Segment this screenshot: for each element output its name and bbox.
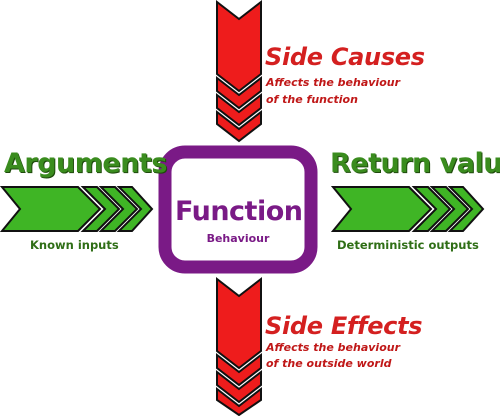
chevron-arrow-icon — [116, 186, 154, 232]
chevron-arrow-icon — [216, 276, 262, 370]
chevron-arrow-icon — [216, 0, 262, 93]
chevron-arrow-icon — [447, 186, 485, 232]
chevron-arrow-icon — [216, 352, 262, 387]
chevron-arrow-icon — [216, 369, 262, 404]
side-effects-chevrons — [216, 276, 262, 416]
arguments-title: Arguments — [4, 148, 167, 179]
side-effects-title: Side Effects — [265, 312, 423, 340]
function-title: Function — [175, 196, 303, 227]
chevron-arrow-icon — [80, 186, 121, 232]
side-causes-title: Side Causes — [265, 43, 425, 71]
return-value-subtitle: Deterministic outputs — [337, 238, 479, 252]
function-subtitle: Behaviour — [206, 232, 270, 245]
side-effects-subtitle-line1: Affects the behaviour — [266, 341, 401, 354]
arguments-subtitle: Known inputs — [30, 238, 119, 252]
side-causes-subtitle-line2: of the function — [266, 93, 358, 106]
chevron-arrow-icon — [216, 92, 262, 127]
chevron-arrow-icon — [411, 186, 452, 232]
chevron-arrow-icon — [98, 186, 139, 232]
function-box — [158, 145, 318, 274]
arguments-chevrons — [0, 186, 154, 232]
chevron-arrow-icon — [429, 186, 470, 232]
chevron-arrow-icon — [216, 75, 262, 110]
side-effects-subtitle-line2: of the outside world — [266, 357, 392, 370]
return-value-chevrons — [330, 186, 485, 232]
chevron-arrow-icon — [216, 109, 262, 143]
chevron-arrow-icon — [0, 186, 102, 232]
side-causes-subtitle-line1: Affects the behaviour — [266, 76, 401, 89]
return-value-title: Return value — [330, 148, 500, 179]
chevron-arrow-icon — [216, 386, 262, 416]
chevron-arrow-icon — [330, 186, 433, 232]
side-causes-chevrons — [216, 0, 262, 143]
